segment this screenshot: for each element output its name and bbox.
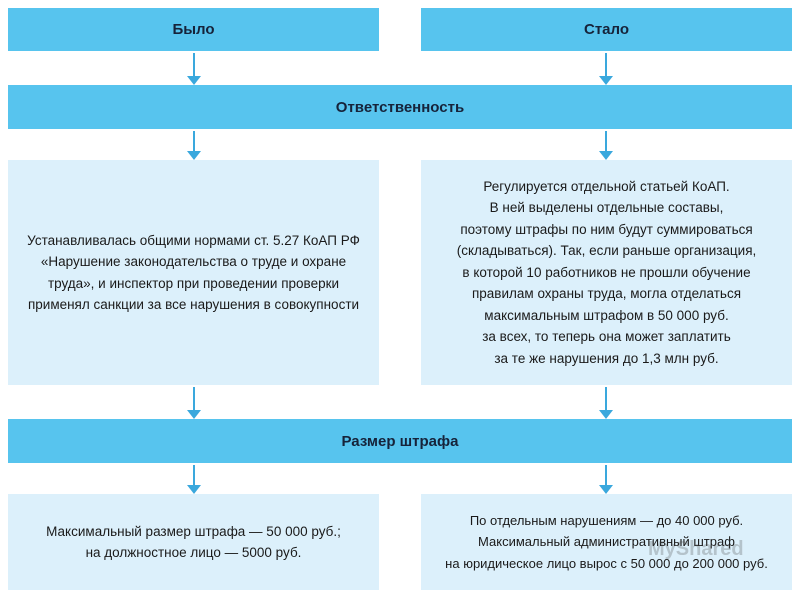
text-line: максимальным штрафом в 50 000 руб. <box>484 307 729 323</box>
arrow-down-icon <box>187 387 201 419</box>
text-line: труда», и инспектор при проведении прове… <box>47 275 340 291</box>
fine-was-text: Максимальный размер штрафа — 50 000 руб.… <box>46 521 341 564</box>
header-was-label: Было <box>172 21 215 38</box>
text-line: применял санкции за все нарушения в сово… <box>27 297 360 312</box>
responsibility-was-text: Устанавливалась общими нормами ст. 5.27 … <box>27 230 360 316</box>
fine-was-box: Максимальный размер штрафа — 50 000 руб.… <box>8 494 379 590</box>
arrow-down-icon <box>599 131 613 160</box>
header-now-label: Стало <box>583 21 629 38</box>
text-line: на юридическое лицо вырос с 50 000 до 20… <box>445 555 768 571</box>
fine-now-box: По отдельным нарушениям — до 40 000 руб.… <box>421 494 792 590</box>
arrow-down-icon <box>187 465 201 494</box>
header-fine-size: Размер штрафа <box>8 419 792 463</box>
text-line: поэтому штрафы по ним будут суммироватьс… <box>460 221 753 237</box>
text-line: правилам охраны труда, могла отделаться <box>471 286 742 302</box>
header-responsibility-label: Ответственность <box>335 98 465 116</box>
text-line: Регулируется отдельной статьей КоАП. <box>483 178 730 194</box>
header-responsibility: Ответственность <box>8 85 792 129</box>
text-line: Максимальный размер штрафа — 50 000 руб.… <box>46 523 341 539</box>
responsibility-now-box: Регулируется отдельной статьей КоАП. В н… <box>421 160 792 385</box>
text-line: Устанавливалась общими нормами ст. 5.27 … <box>27 232 360 248</box>
text-line: в которой 10 работников не прошли обучен… <box>462 264 751 280</box>
header-was: Было <box>8 8 379 51</box>
text-line: за всех, то теперь она может заплатить <box>482 329 731 345</box>
arrow-down-icon <box>187 53 201 85</box>
responsibility-was-box: Устанавливалась общими нормами ст. 5.27 … <box>8 160 379 385</box>
header-fine-size-label: Размер штрафа <box>341 432 459 450</box>
arrow-down-icon <box>599 387 613 419</box>
text-line: По отдельным нарушениям — до 40 000 руб. <box>469 512 744 528</box>
text-line: «Нарушение законодательства о труде и ох… <box>40 254 347 269</box>
text-line: В ней выделены отдельные составы, <box>489 200 724 216</box>
arrow-down-icon <box>187 131 201 160</box>
text-line: за те же нарушения до 1,3 млн руб. <box>494 350 719 366</box>
text-line: Максимальный административный штраф <box>478 534 735 550</box>
arrow-down-icon <box>599 53 613 85</box>
text-line: (складываться). Так, если раньше организ… <box>456 243 757 259</box>
text-line: на должностное лицо — 5000 руб. <box>85 545 302 560</box>
header-now: Стало <box>421 8 792 51</box>
responsibility-now-text: Регулируется отдельной статьей КоАП. В н… <box>457 176 757 370</box>
arrow-down-icon <box>599 465 613 494</box>
fine-now-text: По отдельным нарушениям — до 40 000 руб.… <box>445 510 768 575</box>
